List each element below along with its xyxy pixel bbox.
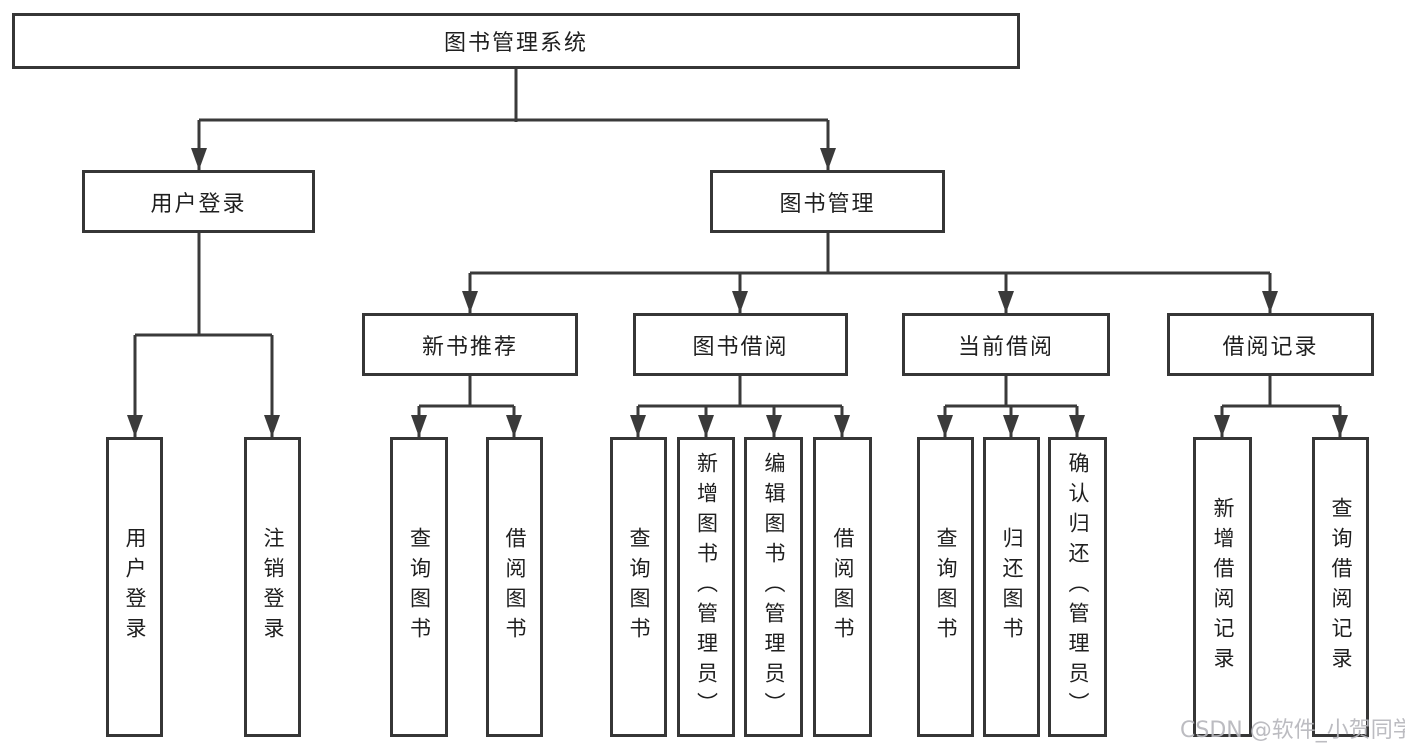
leaf-borrow-borrow-book-label: 借阅图书 <box>831 527 856 647</box>
leaf-logout: 注销登录 <box>244 437 301 737</box>
leaf-borrow-query-book: 查询图书 <box>610 437 667 737</box>
connector-current-borrow-rail <box>945 376 1077 408</box>
leaf-add-borrow-record: 新增借阅记录 <box>1193 437 1252 737</box>
leaf-add-book-admin: 新增图书（管理员） <box>677 437 735 737</box>
connector-root-rail <box>199 69 828 122</box>
node-user-login: 用户登录 <box>82 170 315 233</box>
node-current-borrow-label: 当前借阅 <box>957 334 1054 360</box>
leaf-logout-label: 注销登录 <box>261 527 286 647</box>
leaf-confirm-return-admin: 确认归还（管理员） <box>1048 437 1107 737</box>
leaf-confirm-return-admin-label: 确认归还（管理员） <box>1066 452 1091 722</box>
node-library-system: 图书管理系统 <box>12 13 1020 69</box>
node-current-borrow: 当前借阅 <box>902 313 1110 376</box>
node-book-management: 图书管理 <box>710 170 945 233</box>
connector-borrow-record-rail <box>1222 376 1340 408</box>
leaf-query-borrow-record: 查询借阅记录 <box>1312 437 1369 737</box>
node-new-book-recommend-label: 新书推荐 <box>421 334 518 360</box>
leaf-current-query-book: 查询图书 <box>917 437 974 737</box>
leaf-recommend-query-book-label: 查询图书 <box>407 527 432 647</box>
leaf-borrow-borrow-book: 借阅图书 <box>813 437 872 737</box>
leaf-user-login-label: 用户登录 <box>123 527 148 647</box>
leaf-recommend-borrow-book: 借阅图书 <box>486 437 543 737</box>
node-user-login-label: 用户登录 <box>150 191 247 217</box>
node-book-management-label: 图书管理 <box>779 191 876 217</box>
connector-user-login-rail <box>135 233 272 337</box>
node-library-system-label: 图书管理系统 <box>443 31 588 56</box>
leaf-return-book-label: 归还图书 <box>1000 527 1025 647</box>
leaf-query-borrow-record-label: 查询借阅记录 <box>1329 497 1354 677</box>
connector-new-book-rec-rail <box>419 376 514 408</box>
node-borrow-record-label: 借阅记录 <box>1222 334 1319 360</box>
leaf-add-book-admin-label: 新增图书（管理员） <box>694 452 719 722</box>
connector-book-mgmt-rail <box>470 233 1270 275</box>
leaf-add-borrow-record-label: 新增借阅记录 <box>1211 497 1236 677</box>
node-borrow-record: 借阅记录 <box>1167 313 1374 376</box>
node-new-book-recommend: 新书推荐 <box>362 313 578 376</box>
node-book-borrow-label: 图书借阅 <box>692 334 789 360</box>
leaf-edit-book-admin: 编辑图书（管理员） <box>744 437 803 737</box>
leaf-recommend-borrow-book-label: 借阅图书 <box>503 527 528 647</box>
connector-book-borrow-rail <box>638 376 842 408</box>
leaf-return-book: 归还图书 <box>983 437 1040 737</box>
leaf-recommend-query-book: 查询图书 <box>390 437 448 737</box>
leaf-user-login: 用户登录 <box>106 437 163 737</box>
leaf-current-query-book-label: 查询图书 <box>934 527 959 647</box>
node-book-borrow: 图书借阅 <box>633 313 848 376</box>
leaf-edit-book-admin-label: 编辑图书（管理员） <box>762 452 787 722</box>
leaf-borrow-query-book-label: 查询图书 <box>627 527 652 647</box>
csdn-watermark: CSDN @软件_小贺同学 <box>1180 718 1405 743</box>
